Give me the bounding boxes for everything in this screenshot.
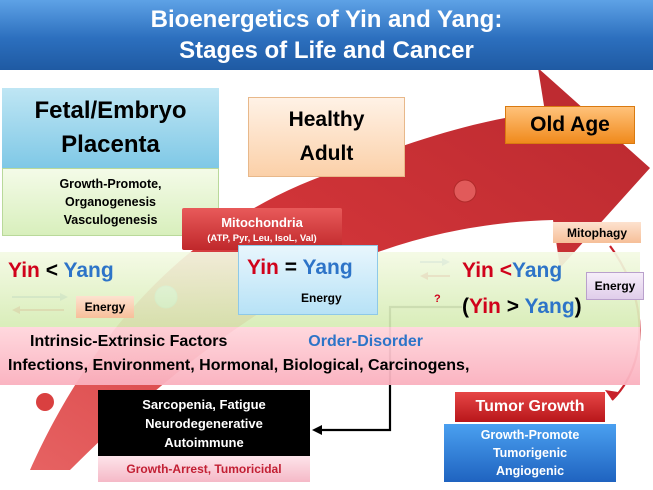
stage-old-age: Old Age (505, 106, 635, 144)
mitophagy-label: Mitophagy (567, 225, 627, 240)
stage-fetal: Fetal/Embryo Placenta (2, 88, 219, 168)
tumor-trait: Angiogenic (495, 464, 565, 478)
yang-label: Yang (512, 259, 563, 282)
energy-box-old: Energy (586, 272, 644, 300)
tumor-traits-box: Growth-Promote Tumorigenic Angiogenic (444, 424, 616, 482)
yin-label: Yin (8, 259, 40, 282)
mitophagy-arrowhead (605, 390, 618, 400)
growth-arrest-box: Growth-Arrest, Tumoricidal (98, 456, 310, 482)
aging-connector-arrowhead (312, 425, 322, 435)
aging-condition: Sarcopenia, Fatigue (142, 396, 266, 412)
mitochondria-detail: (ATP, Pyr, Leu, IsoL, Val) (207, 232, 317, 244)
yang-label: Yang (63, 259, 114, 282)
tumor-trait: Tumorigenic (492, 446, 568, 460)
title-line-1: Bioenergetics of Yin and Yang: (150, 6, 503, 33)
intrinsic-extrinsic-label: Intrinsic-Extrinsic Factors (30, 333, 228, 350)
factors-row-1: Intrinsic-Extrinsic Factors Order-Disord… (30, 333, 423, 351)
eq-symbol: = (284, 256, 297, 279)
title-line-2: Stages of Life and Cancer (179, 37, 474, 64)
fetal-trait: Growth-Promote, (59, 177, 162, 191)
yang-label: Yang (524, 295, 575, 318)
order-disorder-label: Order-Disorder (308, 333, 423, 350)
lt-symbol: < (499, 259, 512, 282)
life-stage-arrow (30, 68, 650, 470)
aging-condition: Autoimmune (164, 434, 244, 450)
lt-symbol: < (45, 259, 58, 282)
energy-label: Energy (594, 279, 636, 293)
yin-eq-yang-box: Yin = Yang Energy (238, 245, 378, 315)
mitochondria-label: Mitochondria (221, 214, 303, 230)
aging-condition: Neurodegenerative (145, 415, 263, 431)
tumor-trait: Growth-Promote (480, 428, 580, 442)
factors-band (0, 327, 640, 385)
stage-fetal-line-2: Placenta (61, 131, 160, 158)
question-mark: ? (434, 293, 441, 305)
tumor-growth-box: Tumor Growth (455, 392, 605, 422)
tumor-growth-label: Tumor Growth (475, 398, 585, 415)
bubble (453, 179, 477, 203)
stage-old-age-label: Old Age (530, 113, 610, 136)
stage-healthy-line-1: Healthy (288, 108, 365, 131)
title-banner: Bioenergetics of Yin and Yang: Stages of… (0, 0, 653, 70)
yin-eq-yang: Yin = Yang (247, 256, 353, 280)
gt-symbol: > (506, 295, 519, 318)
mitophagy-box: Mitophagy (553, 222, 641, 243)
yin-label: Yin (247, 256, 279, 279)
fetal-trait: Organogenesis (65, 195, 156, 209)
stage-fetal-line-1: Fetal/Embryo (34, 97, 187, 124)
yang-label: Yang (302, 256, 353, 279)
yin-label: Yin (462, 259, 494, 282)
yin-label: Yin (469, 295, 501, 318)
energy-box-fetal: Energy (76, 296, 134, 318)
energy-label: Energy (84, 300, 126, 314)
yin-gt-yang-cancer: (Yin > Yang) (462, 295, 582, 319)
mitochondria-box: Mitochondria (ATP, Pyr, Leu, IsoL, Val) (182, 208, 342, 250)
bubble (36, 393, 54, 411)
growth-arrest-label: Growth-Arrest, Tumoricidal (126, 462, 282, 476)
fetal-trait: Vasculogenesis (63, 213, 158, 227)
factors-row-2: Infections, Environment, Hormonal, Biolo… (8, 357, 470, 374)
open-paren: ( (462, 295, 469, 318)
yin-lt-yang-old: Yin <Yang (462, 259, 562, 283)
energy-label: Energy (301, 291, 342, 305)
close-paren: ) (574, 295, 582, 318)
stage-healthy-adult: Healthy Adult (248, 97, 405, 177)
stage-healthy-line-2: Adult (299, 142, 354, 165)
yin-lt-yang-fetal: Yin < Yang (8, 259, 114, 283)
aging-conditions-box: Sarcopenia, Fatigue Neurodegenerative Au… (98, 390, 310, 456)
